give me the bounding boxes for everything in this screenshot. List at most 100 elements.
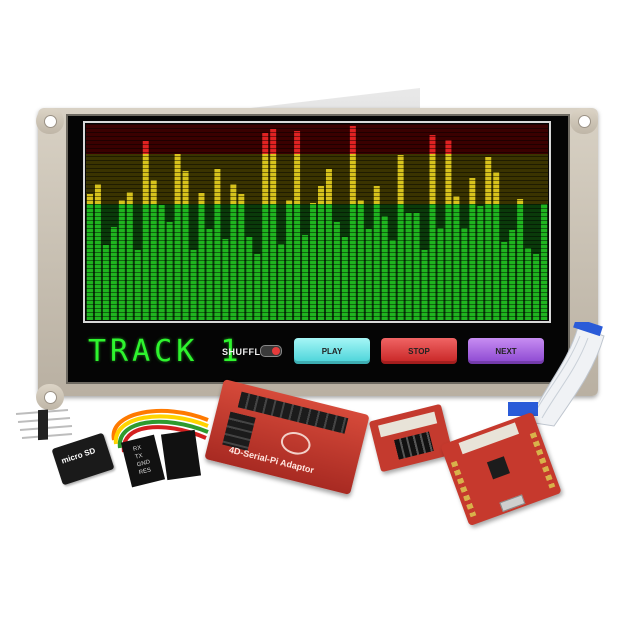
equalizer-bar xyxy=(262,154,269,204)
equalizer-bar xyxy=(102,245,109,320)
mounting-tab-top-right xyxy=(570,108,598,134)
equalizer-bar xyxy=(230,204,237,320)
equalizer-bar xyxy=(214,169,221,204)
equalizer-bar xyxy=(174,204,181,320)
equalizer-bar xyxy=(198,204,205,320)
equalizer-bar xyxy=(206,229,213,320)
equalizer-bar xyxy=(182,171,189,204)
equalizer-bar xyxy=(509,230,516,320)
pin-header xyxy=(15,409,73,441)
equalizer-bar xyxy=(325,169,332,204)
equalizer-bar xyxy=(94,184,101,204)
equalizer-bar xyxy=(445,140,452,154)
equalizer-bar xyxy=(270,154,277,204)
equalizer-bar xyxy=(541,204,547,320)
equalizer-bar xyxy=(222,239,229,320)
equalizer-bar xyxy=(190,250,197,320)
equalizer-bar xyxy=(118,204,125,320)
side-header xyxy=(222,411,256,451)
equalizer-bar xyxy=(365,229,372,320)
equalizer-bar xyxy=(166,222,173,320)
equalizer-bar xyxy=(373,186,380,204)
equalizer-bar xyxy=(158,205,165,320)
equalizer-bar xyxy=(286,204,293,320)
equalizer-bar xyxy=(238,204,245,320)
sd-card-label: micro SD xyxy=(60,446,97,466)
serial-pi-adaptor-board: 4D-Serial-Pi Adaptor xyxy=(204,379,370,495)
equalizer-bar xyxy=(469,178,476,204)
equalizer-bar xyxy=(445,154,452,204)
equalizer-bar xyxy=(445,204,452,320)
equalizer-bar xyxy=(142,154,149,204)
equalizer-bar xyxy=(318,204,324,320)
equalizer-bar xyxy=(429,135,436,154)
equalizer-bar xyxy=(517,199,524,204)
equalizer-bar xyxy=(182,204,189,320)
equalizer-bar xyxy=(469,204,476,320)
shuffle-label: SHUFFLE xyxy=(222,347,267,357)
equalizer-bar xyxy=(477,206,484,320)
equalizer-bar xyxy=(94,204,101,320)
equalizer-bar xyxy=(461,228,468,320)
equalizer-bar xyxy=(437,228,444,320)
equalizer-visualizer xyxy=(83,121,551,323)
jumper-cable xyxy=(111,408,209,488)
usb-programmer-board xyxy=(440,411,562,527)
usb-chip xyxy=(486,456,510,480)
next-button[interactable]: NEXT xyxy=(468,338,544,364)
gpio-header xyxy=(237,391,349,434)
pad-row-left xyxy=(450,460,477,518)
equalizer-bar xyxy=(485,204,492,320)
equalizer-bar xyxy=(397,204,404,320)
shuffle-toggle[interactable] xyxy=(260,345,282,357)
mounting-tab-top-left xyxy=(36,108,64,134)
equalizer-bar xyxy=(118,200,125,204)
equalizer-bar xyxy=(246,237,253,320)
ffc-pin-header xyxy=(394,431,434,460)
equalizer-bar xyxy=(429,154,436,204)
track-title: TRACK 1 xyxy=(88,334,243,369)
equalizer-bar xyxy=(110,227,117,320)
equalizer-bar xyxy=(325,204,332,320)
play-button[interactable]: PLAY xyxy=(294,338,370,364)
equalizer-bar xyxy=(238,194,245,204)
equalizer-bar xyxy=(357,204,364,320)
micro-usb-port xyxy=(499,494,526,512)
equalizer-bar xyxy=(294,204,301,320)
equalizer-bar xyxy=(126,192,133,204)
equalizer-bar xyxy=(310,203,316,204)
equalizer-bar xyxy=(142,141,149,154)
equalizer-bar xyxy=(341,237,348,320)
equalizer-bar xyxy=(453,204,460,320)
equalizer-bar xyxy=(262,204,269,320)
equalizer-bar xyxy=(373,204,380,320)
equalizer-bar xyxy=(254,254,261,320)
equalizer-bar xyxy=(150,180,157,204)
equalizer-bar xyxy=(286,200,293,204)
equalizer-bar xyxy=(142,204,149,320)
equalizer-bar xyxy=(413,213,420,320)
equalizer-bar xyxy=(302,235,309,320)
equalizer-bar xyxy=(214,204,221,320)
equalizer-bar xyxy=(270,204,277,320)
equalizer-bar xyxy=(318,186,324,204)
equalizer-bar xyxy=(87,204,93,320)
equalizer-bar xyxy=(198,193,205,204)
equalizer-bar xyxy=(262,133,269,154)
equalizer-bar xyxy=(349,126,356,154)
equalizer-bar xyxy=(357,200,364,204)
equalizer-bar xyxy=(150,204,157,320)
equalizer-bar xyxy=(493,172,500,204)
equalizer-bar xyxy=(294,131,301,154)
programmer-ffc-connector xyxy=(458,422,520,455)
equalizer-bar xyxy=(134,250,141,320)
equalizer-bar xyxy=(453,196,460,204)
equalizer-bar xyxy=(421,250,428,320)
equalizer-bar xyxy=(87,194,93,204)
ffc-adaptor-board xyxy=(368,403,454,473)
4d-logo xyxy=(278,428,313,458)
equalizer-bar xyxy=(429,204,436,320)
equalizer-bar xyxy=(493,204,500,320)
equalizer-bar xyxy=(397,155,404,204)
stop-button[interactable]: STOP xyxy=(381,338,457,364)
